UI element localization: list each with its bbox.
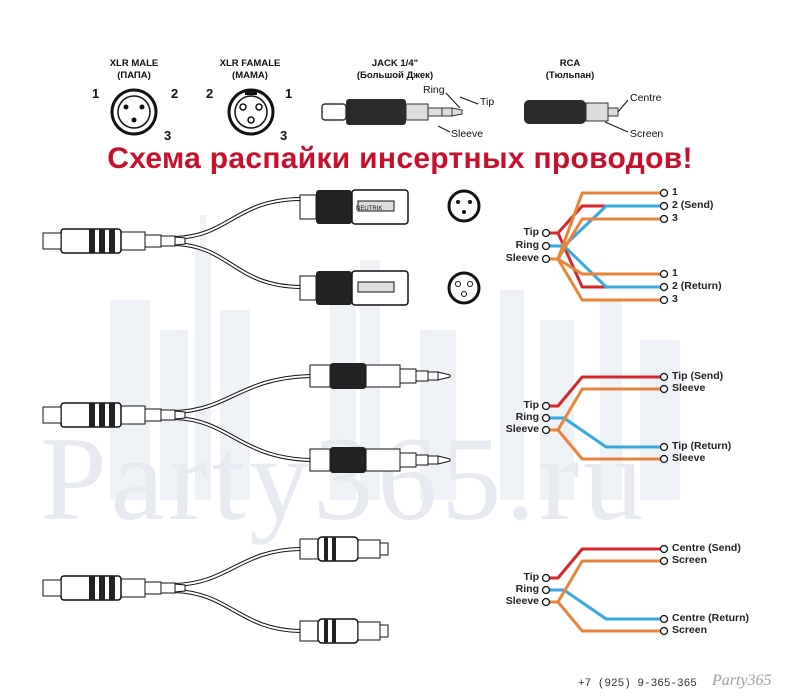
wire-blue <box>550 416 660 449</box>
cable-row-2 <box>42 362 451 474</box>
header-xlr-male-line1: XLR MALE <box>109 58 159 69</box>
rca-icon <box>524 99 629 133</box>
xlr-male-icon <box>110 88 158 136</box>
wiring-right-label: 2 (Return) <box>672 280 722 292</box>
terminal-left <box>541 573 551 583</box>
wiring-right-label: Screen <box>672 624 708 636</box>
terminal-left <box>541 597 551 607</box>
xlr-male-pin-3: 3 <box>164 128 172 143</box>
wiring-left-label: Ring <box>515 239 539 251</box>
wiring-right-label: 1 <box>672 267 678 279</box>
terminal-right <box>659 626 669 636</box>
jack-tip-label: Tip <box>480 96 495 108</box>
header-jack: JACK 1/4" (Большой Джек) <box>335 58 455 82</box>
wiring-right-label: Centre (Return) <box>672 612 750 624</box>
wire-orange <box>550 257 660 302</box>
terminal-right <box>659 188 669 198</box>
wiring-left-label: Tip <box>523 226 539 238</box>
wiring-left-label: Ring <box>515 411 539 423</box>
footer-phone: +7 (925) 9-365-365 <box>578 678 697 690</box>
terminal-right <box>659 295 669 305</box>
wire-red <box>550 231 660 289</box>
header-jack-line1: JACK 1/4" <box>371 58 419 69</box>
wiring-right-label: 1 <box>672 186 678 198</box>
xlr-female-pin-3: 3 <box>280 128 288 143</box>
wiring-right-label: Screen <box>672 554 708 566</box>
cable-row-1: NEUTRIK <box>42 189 481 306</box>
terminal-left <box>541 425 551 435</box>
rca-screen-label: Screen <box>630 128 664 140</box>
header-xlr-male: XLR MALE (ПАПА) <box>74 58 194 82</box>
wiring-left-label: Sleeve <box>505 252 539 264</box>
wiring-right-label: 2 (Send) <box>672 199 714 211</box>
header-jack-line2: (Большой Джек) <box>356 70 434 81</box>
wiring-right-label: Sleeve <box>672 452 706 464</box>
wiring-left-label: Sleeve <box>505 595 539 607</box>
header-rca-line2: (Тюльпан) <box>545 70 595 81</box>
wire-orange <box>550 600 660 633</box>
wiring-right-label: Sleeve <box>672 382 706 394</box>
xlr-female-pin-2: 2 <box>206 86 214 101</box>
xlr-female-pin-1: 1 <box>285 86 293 101</box>
wire-blue <box>550 588 660 621</box>
rca-centre-label: Centre <box>630 92 662 104</box>
header-rca-line1: RCA <box>559 58 581 69</box>
terminal-right <box>659 544 669 554</box>
wire-blue <box>550 244 660 289</box>
terminal-left <box>541 585 551 595</box>
jack-ring-label: Ring <box>423 84 445 96</box>
xlr-male-pin-2: 2 <box>171 86 179 101</box>
jack-sleeve-label: Sleeve <box>451 128 484 140</box>
wiring-left-label: Tip <box>523 399 539 411</box>
xlr-female-icon <box>227 88 275 136</box>
header-rca: RCA (Тюльпан) <box>510 58 630 82</box>
wiring-right-label: Tip (Return) <box>672 440 732 452</box>
terminal-left <box>541 413 551 423</box>
header-xlr-female-line2: (МАМА) <box>232 70 268 81</box>
wiring-left-label: Tip <box>523 571 539 583</box>
terminal-right <box>659 214 669 224</box>
wire-orange <box>550 428 660 461</box>
terminal-right <box>659 614 669 624</box>
terminal-right <box>659 372 669 382</box>
terminal-right <box>659 201 669 211</box>
footer-brand: Party365 <box>712 672 772 689</box>
watermark-text: Party365.ru <box>40 412 648 545</box>
header-xlr-male-line2: (ПАПА) <box>117 70 151 81</box>
header-xlr-female-line1: XLR FAMALE <box>219 58 281 69</box>
terminal-left <box>541 241 551 251</box>
wiring-left-label: Sleeve <box>505 423 539 435</box>
cable-row-3 <box>42 536 389 644</box>
header-xlr-female: XLR FAMALE (МАМА) <box>190 58 310 82</box>
terminal-right <box>659 384 669 394</box>
wire-red <box>550 375 660 408</box>
terminal-left <box>541 401 551 411</box>
page-title: Схема распайки инсертных проводов! <box>107 142 693 175</box>
wiring-right-label: 3 <box>672 212 678 224</box>
terminal-right <box>659 442 669 452</box>
jack-icon <box>321 92 479 133</box>
terminal-right <box>659 556 669 566</box>
connector-icons <box>110 88 629 136</box>
wiring-right-label: Centre (Send) <box>672 542 741 554</box>
terminal-left <box>541 254 551 264</box>
terminal-left <box>541 228 551 238</box>
terminal-right <box>659 454 669 464</box>
xlr-male-pin-1: 1 <box>92 86 100 101</box>
wiring-right-label: Tip (Send) <box>672 370 724 382</box>
wire-red <box>550 547 660 580</box>
terminal-right <box>659 282 669 292</box>
xlr-brand-label: NEUTRIK <box>356 206 382 212</box>
wiring-left-label: Ring <box>515 583 539 595</box>
terminal-right <box>659 269 669 279</box>
wiring-right-label: 3 <box>672 293 678 305</box>
